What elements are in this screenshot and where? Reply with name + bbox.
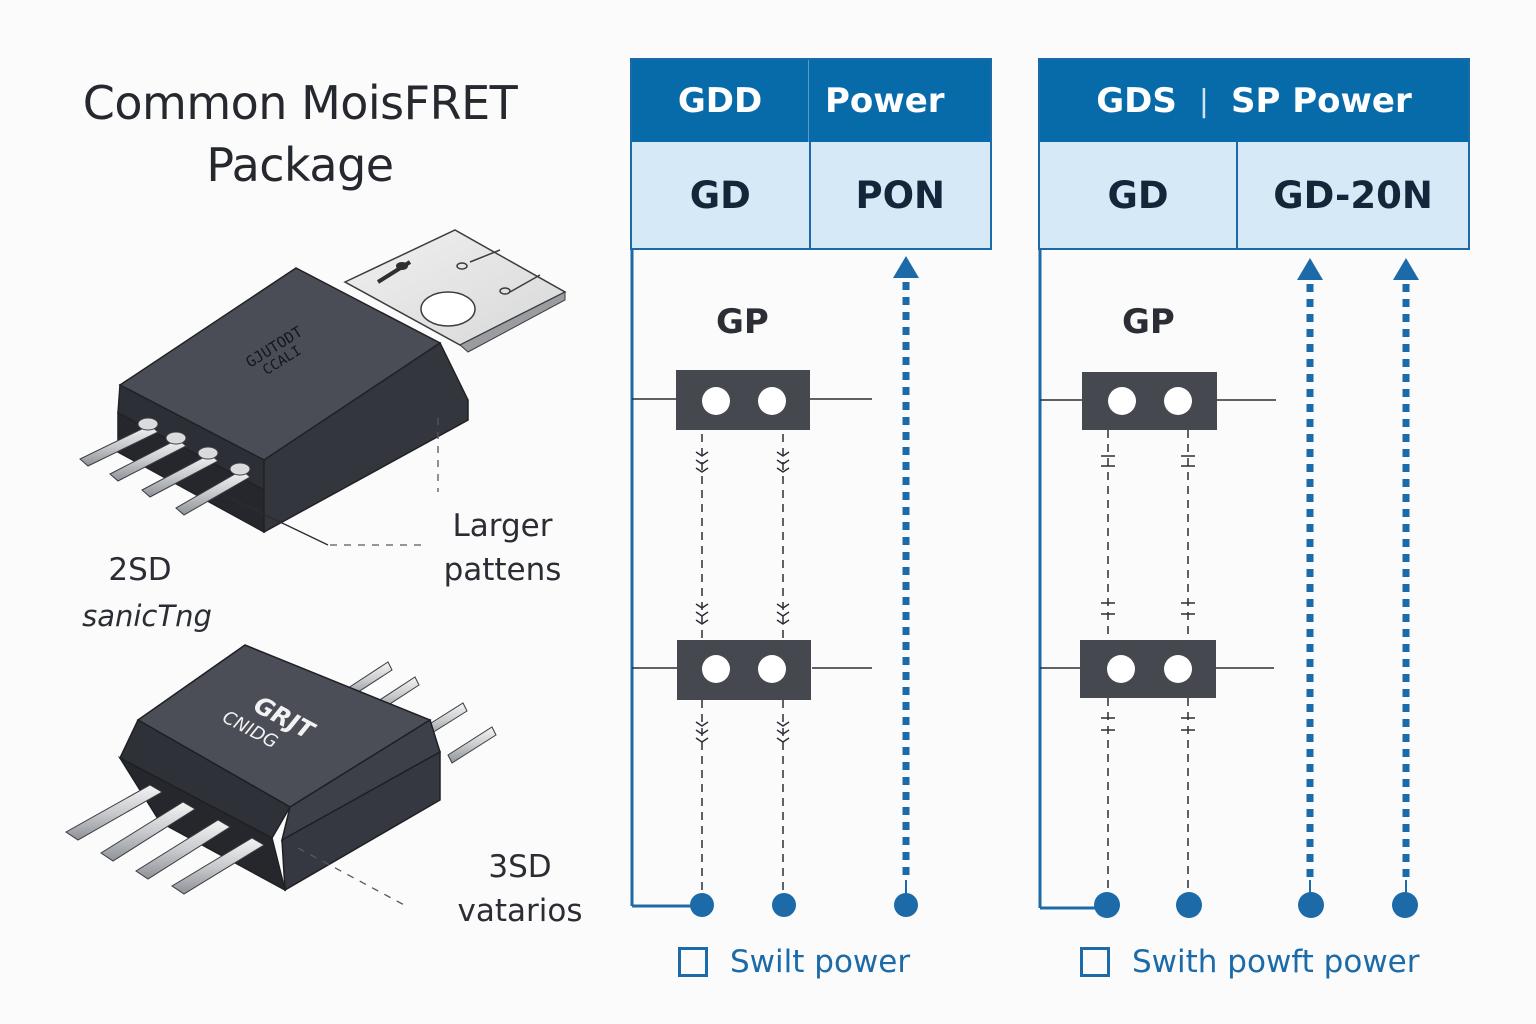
gp-label-2: GP [1122, 302, 1175, 342]
package-2-front-pins [65, 784, 265, 895]
callout-1-line-2: pattens [443, 552, 562, 588]
terminal-node [690, 893, 714, 917]
package-2-soic: GRJT CNIDG [65, 644, 497, 908]
terminal-node [894, 893, 918, 917]
package-body-side [263, 341, 469, 534]
switch-block-2 [1080, 640, 1216, 698]
package-2-body-side [281, 750, 441, 892]
switch-block-1 [676, 370, 810, 430]
header-cell: GDD [632, 60, 809, 142]
page-title: Common MoisFRET Package [60, 72, 540, 196]
header-cell: GDS [1096, 81, 1177, 121]
callout-2-line-1: 3SD [488, 849, 552, 885]
arrow-up-icon [1393, 258, 1419, 280]
terminal-node [1094, 892, 1120, 918]
switch-block-1 [1082, 372, 1217, 430]
arrow-up-icon [893, 256, 919, 278]
legend-2-label: Swith powft power [1132, 944, 1420, 980]
terminal-node [772, 893, 796, 917]
callout-label-2: 3SD vatarios [440, 845, 600, 933]
body-cell: GD [1040, 142, 1238, 248]
package-1-pins [79, 417, 251, 516]
table-body-row: GD PON [632, 142, 990, 248]
body-cell: GD [632, 142, 811, 248]
header-cell: Power [825, 81, 945, 121]
body-cell: GD-20N [1273, 173, 1433, 217]
callout-label-1: Larger pattens [425, 504, 580, 592]
callout-leader-1 [227, 496, 329, 546]
diagram-1-circuit [630, 248, 919, 917]
terminal-node [1176, 892, 1202, 918]
table-body-row: GD GD-20N [1040, 142, 1468, 248]
mounting-hole [420, 291, 476, 327]
legend-1-label: Swilt power [730, 944, 911, 980]
title-line-1: Common MoisFRET [82, 76, 518, 130]
table-header-row: GDS | SP Power [1040, 60, 1468, 142]
diagram-2-table: GDS | SP Power GD GD-20N [1038, 58, 1470, 250]
header-divider: | [1198, 83, 1209, 119]
checkbox-icon[interactable] [678, 947, 708, 977]
callout-leader-2 [297, 847, 409, 908]
package-1-caption: sanicTng [82, 599, 212, 633]
callout-2-line-2: vatarios [457, 893, 583, 929]
title-line-2: Package [206, 138, 394, 192]
diagram-1-table: GDD Power GD PON [630, 58, 992, 250]
legend-2[interactable]: Swith powft power [1080, 944, 1420, 980]
terminal-node [1298, 892, 1324, 918]
metal-tab [343, 229, 567, 353]
body-cell: PON [855, 173, 946, 217]
terminal-node [1392, 892, 1418, 918]
diagram-2-circuit [1038, 248, 1419, 918]
arrow-up-icon [1297, 258, 1323, 280]
package-1-to220: GJUTODT CCALI [79, 229, 567, 546]
header-cell: SP Power [1230, 81, 1412, 121]
table-header-row: GDD Power [632, 60, 990, 142]
gp-label-1: GP [716, 302, 769, 342]
package-1-label: 2SD [108, 552, 172, 588]
legend-1[interactable]: Swilt power [678, 944, 910, 980]
checkbox-icon[interactable] [1080, 947, 1110, 977]
callout-1-line-1: Larger [452, 508, 553, 544]
switch-block-2 [677, 640, 811, 700]
